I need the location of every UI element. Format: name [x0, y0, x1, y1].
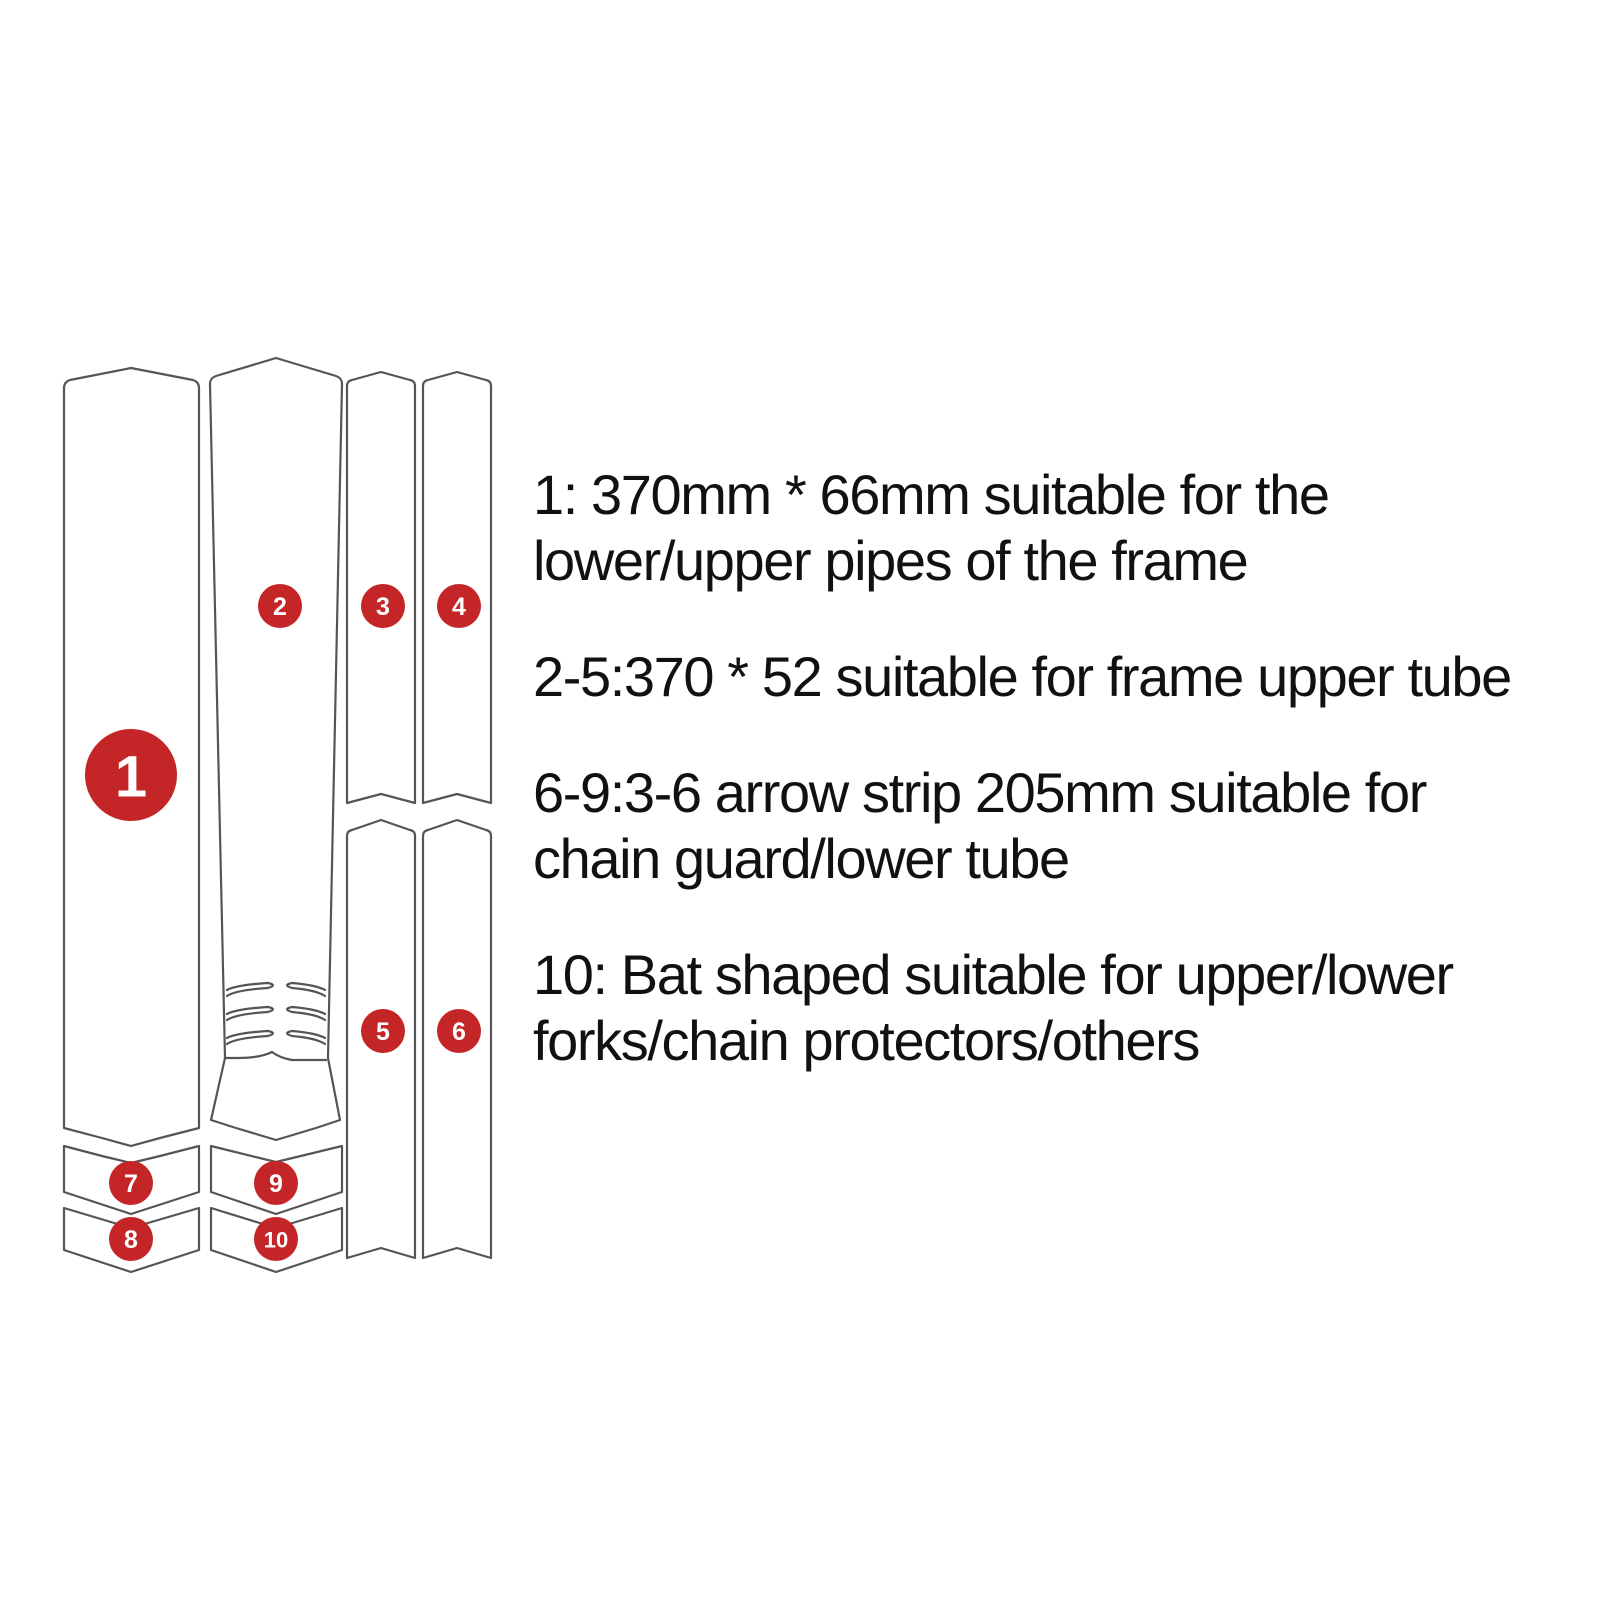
badge-8: 8	[109, 1217, 153, 1261]
badge-2: 2	[258, 584, 302, 628]
badge-1: 1	[85, 729, 177, 821]
description-4-line-2: forks/chain protectors/others	[533, 1009, 1200, 1072]
description-2: 2-5:370 * 52 suitable for frame upper tu…	[533, 644, 1583, 710]
badge-7: 7	[109, 1161, 153, 1205]
badge-8-label: 8	[124, 1226, 138, 1254]
description-1: 1: 370mm * 66mm suitable for the lower/u…	[533, 462, 1583, 594]
sticker-piece-2-slits	[223, 981, 328, 1062]
badge-1-label: 1	[115, 745, 147, 810]
description-3-line-1: 6-9:3-6 arrow strip 205mm suitable for	[533, 761, 1427, 824]
badge-4-label: 4	[452, 593, 466, 621]
badge-3: 3	[361, 584, 405, 628]
badge-10: 10	[254, 1217, 298, 1261]
badge-6: 6	[437, 1009, 481, 1053]
description-2-line-1: 2-5:370 * 52 suitable for frame upper tu…	[533, 645, 1512, 708]
description-4: 10: Bat shaped suitable for upper/lower …	[533, 942, 1583, 1074]
badge-10-label: 10	[264, 1228, 288, 1253]
badge-2-label: 2	[273, 593, 287, 621]
badge-5-label: 5	[376, 1018, 390, 1046]
description-4-line-1: 10: Bat shaped suitable for upper/lower	[533, 943, 1454, 1006]
badge-6-label: 6	[452, 1018, 466, 1046]
badge-9: 9	[254, 1161, 298, 1205]
badge-5: 5	[361, 1009, 405, 1053]
description-3: 6-9:3-6 arrow strip 205mm suitable for c…	[533, 760, 1583, 892]
description-1-line-2: lower/upper pipes of the frame	[533, 529, 1249, 592]
badge-4: 4	[437, 584, 481, 628]
description-list: 1: 370mm * 66mm suitable for the lower/u…	[533, 462, 1583, 1124]
sticker-piece-2	[208, 356, 344, 1142]
description-1-line-1: 1: 370mm * 66mm suitable for the	[533, 463, 1330, 526]
badge-7-label: 7	[124, 1170, 138, 1198]
badge-3-label: 3	[376, 593, 390, 621]
description-3-line-2: chain guard/lower tube	[533, 827, 1070, 890]
badge-9-label: 9	[269, 1170, 283, 1198]
